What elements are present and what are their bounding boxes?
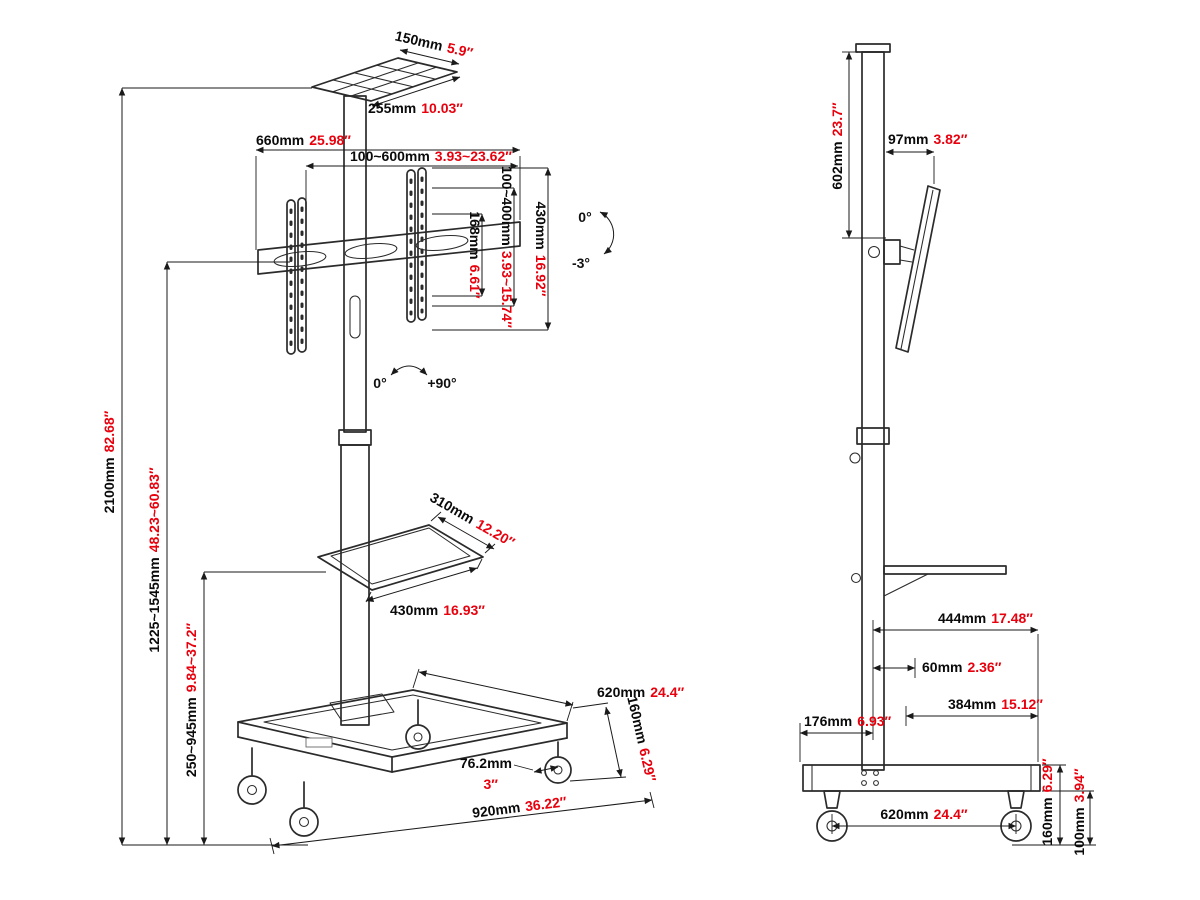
- caster-wheel: [237, 775, 267, 805]
- side-dimension-lines: [799, 51, 1096, 846]
- dim-line-310: [437, 516, 495, 550]
- dim-line-920: [271, 797, 653, 849]
- side-mount-arm: [867, 239, 915, 265]
- front-column: [338, 95, 372, 726]
- dim-label-plate-height: 168mm6.61″: [467, 211, 483, 299]
- side-shelf: [883, 565, 1007, 597]
- bracket-rail: [257, 221, 521, 275]
- side-column: [849, 43, 891, 771]
- side-base: [802, 764, 1041, 792]
- clamp-knob: [849, 452, 861, 464]
- column-collar: [856, 427, 890, 445]
- front-top-plate: [311, 57, 458, 102]
- dim-label-screen-height-range: 1225~1545mm48.23~60.83″: [146, 467, 162, 653]
- swivel-arrow: [390, 365, 428, 376]
- dim-label-base-top-height: 160mm6.29″: [1039, 758, 1055, 846]
- side-tv-panel: [895, 185, 941, 353]
- swivel-from-label: 0°: [373, 375, 386, 391]
- dim-line-620f: [418, 670, 574, 707]
- column-cap: [855, 43, 891, 53]
- base-logo-badge: [305, 737, 333, 748]
- dim-label-caster-height: 100mm3.94″: [1071, 768, 1087, 856]
- right-vesa-strip-inner: [406, 169, 416, 323]
- dim-label-bracket-height: 430mm16.92″: [533, 201, 549, 296]
- dim-line-150: [399, 48, 460, 66]
- shelf-knob: [850, 572, 862, 584]
- dim-label-top-plate-depth: 150mm5.9″: [394, 27, 475, 61]
- front-vesa-bracket: [257, 167, 521, 355]
- caster-wheel: [289, 807, 319, 837]
- front-view: [237, 57, 572, 837]
- caster-wheel: [405, 724, 431, 750]
- dim-label-caster-in: 3″: [484, 776, 499, 792]
- column: [861, 51, 885, 771]
- dim-line-76: [533, 765, 559, 774]
- tilt-arrow: [599, 211, 615, 255]
- cable-slot: [349, 295, 361, 339]
- column-mount-plate: [329, 693, 395, 722]
- front-shelf: [317, 524, 484, 591]
- swivel-to-label: +90°: [427, 375, 456, 391]
- dim-label-total-height: 2100mm82.68″: [101, 410, 117, 513]
- front-dimension-lines: [118, 48, 655, 855]
- dim-line-430s: [365, 567, 478, 602]
- dim-label-vesa-height-range: 100~400mm3.93~15.74″: [499, 166, 515, 328]
- left-vesa-strip-outer: [286, 199, 296, 355]
- dim-line-160f: [604, 706, 623, 778]
- dim-label-shelf-height-range: 250~945mm9.84~37.2″: [183, 623, 199, 777]
- tilt-from-label: 0°: [578, 209, 591, 225]
- dim-label-base-height: 160mm6.29″: [624, 695, 659, 784]
- dim-label-shelf-depth: 310mm12.20″: [427, 489, 518, 551]
- side-view: [802, 43, 1041, 842]
- dim-label-upper-column-height: 602mm23.7″: [829, 102, 845, 190]
- front-base: [237, 689, 568, 773]
- caster-wheel: [544, 756, 572, 784]
- dim-label-caster-mm: 76.2mm: [460, 755, 512, 771]
- tilt-to-label: -3°: [572, 255, 590, 271]
- dim-line-255: [371, 76, 461, 107]
- left-vesa-strip-inner: [297, 197, 307, 353]
